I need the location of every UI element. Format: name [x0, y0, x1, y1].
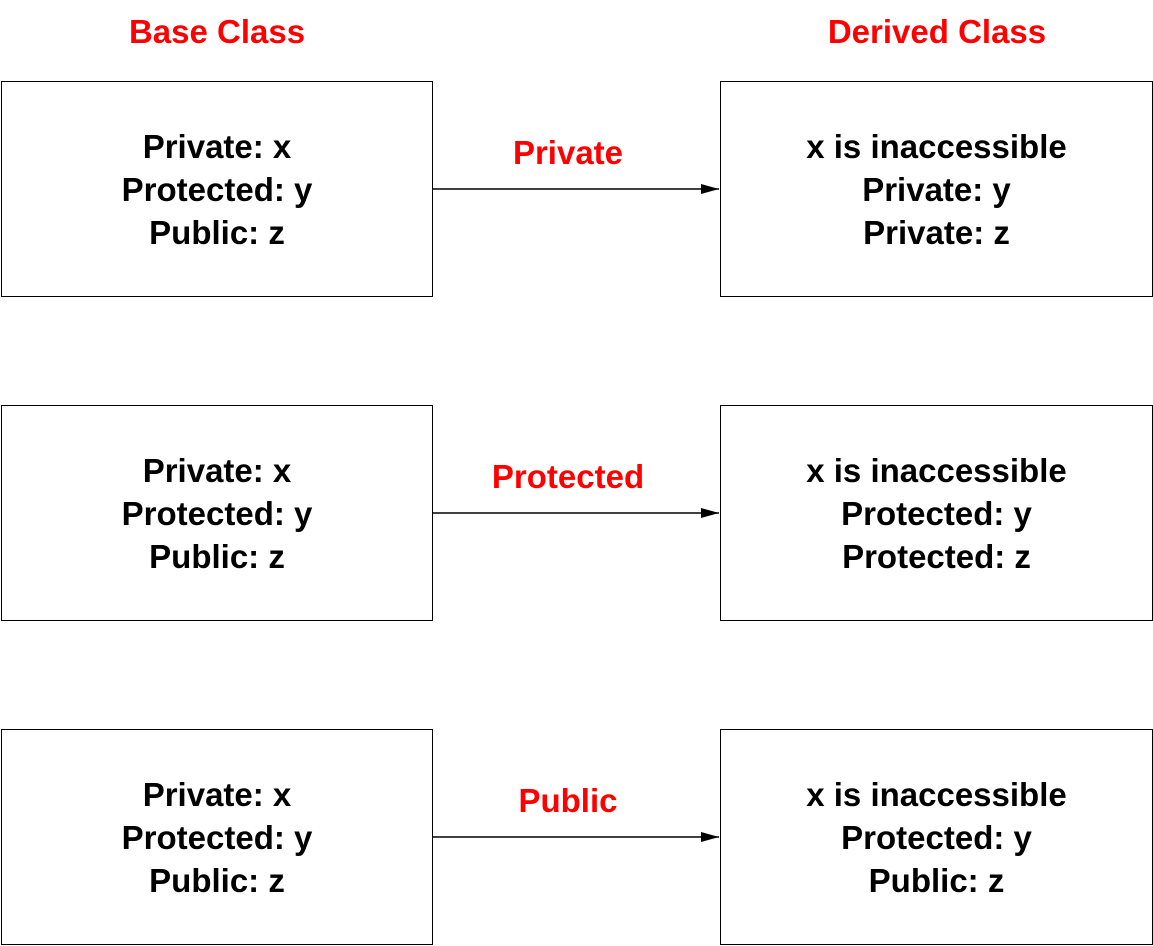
derived-member-line: Private: y: [862, 170, 1011, 208]
base-class-box-protected: Private: x Protected: y Public: z: [1, 405, 433, 621]
inheritance-label-private: Private: [512, 134, 624, 171]
base-member-line: Protected: y: [121, 494, 313, 532]
derived-member-line: x is inaccessible: [806, 127, 1067, 165]
derived-class-heading: Derived Class: [827, 13, 1047, 50]
base-member-line: Private: x: [142, 775, 292, 813]
inheritance-label-public: Public: [518, 782, 618, 819]
derived-class-box-public: x is inaccessible Protected: y Public: z: [720, 729, 1153, 945]
base-class-heading: Base Class: [128, 13, 306, 50]
base-class-box-public: Private: x Protected: y Public: z: [1, 729, 433, 945]
inheritance-label-protected: Protected: [491, 458, 645, 495]
derived-member-line: Protected: y: [841, 818, 1032, 856]
derived-member-line: Public: z: [868, 861, 1005, 899]
derived-class-box-protected: x is inaccessible Protected: y Protected…: [720, 405, 1153, 621]
base-member-line: Protected: y: [121, 818, 313, 856]
base-member-line: Private: x: [142, 451, 292, 489]
derived-member-line: Protected: z: [842, 537, 1031, 575]
base-class-box-private: Private: x Protected: y Public: z: [1, 81, 433, 297]
base-member-line: Private: x: [142, 127, 292, 165]
derived-member-line: x is inaccessible: [806, 451, 1067, 489]
derived-member-line: Protected: y: [841, 494, 1032, 532]
base-member-line: Protected: y: [121, 170, 313, 208]
derived-member-line: x is inaccessible: [806, 775, 1067, 813]
derived-class-box-private: x is inaccessible Private: y Private: z: [720, 81, 1153, 297]
base-member-line: Public: z: [149, 213, 285, 251]
derived-member-line: Private: z: [863, 213, 1010, 251]
base-member-line: Public: z: [149, 537, 285, 575]
base-member-line: Public: z: [149, 861, 285, 899]
